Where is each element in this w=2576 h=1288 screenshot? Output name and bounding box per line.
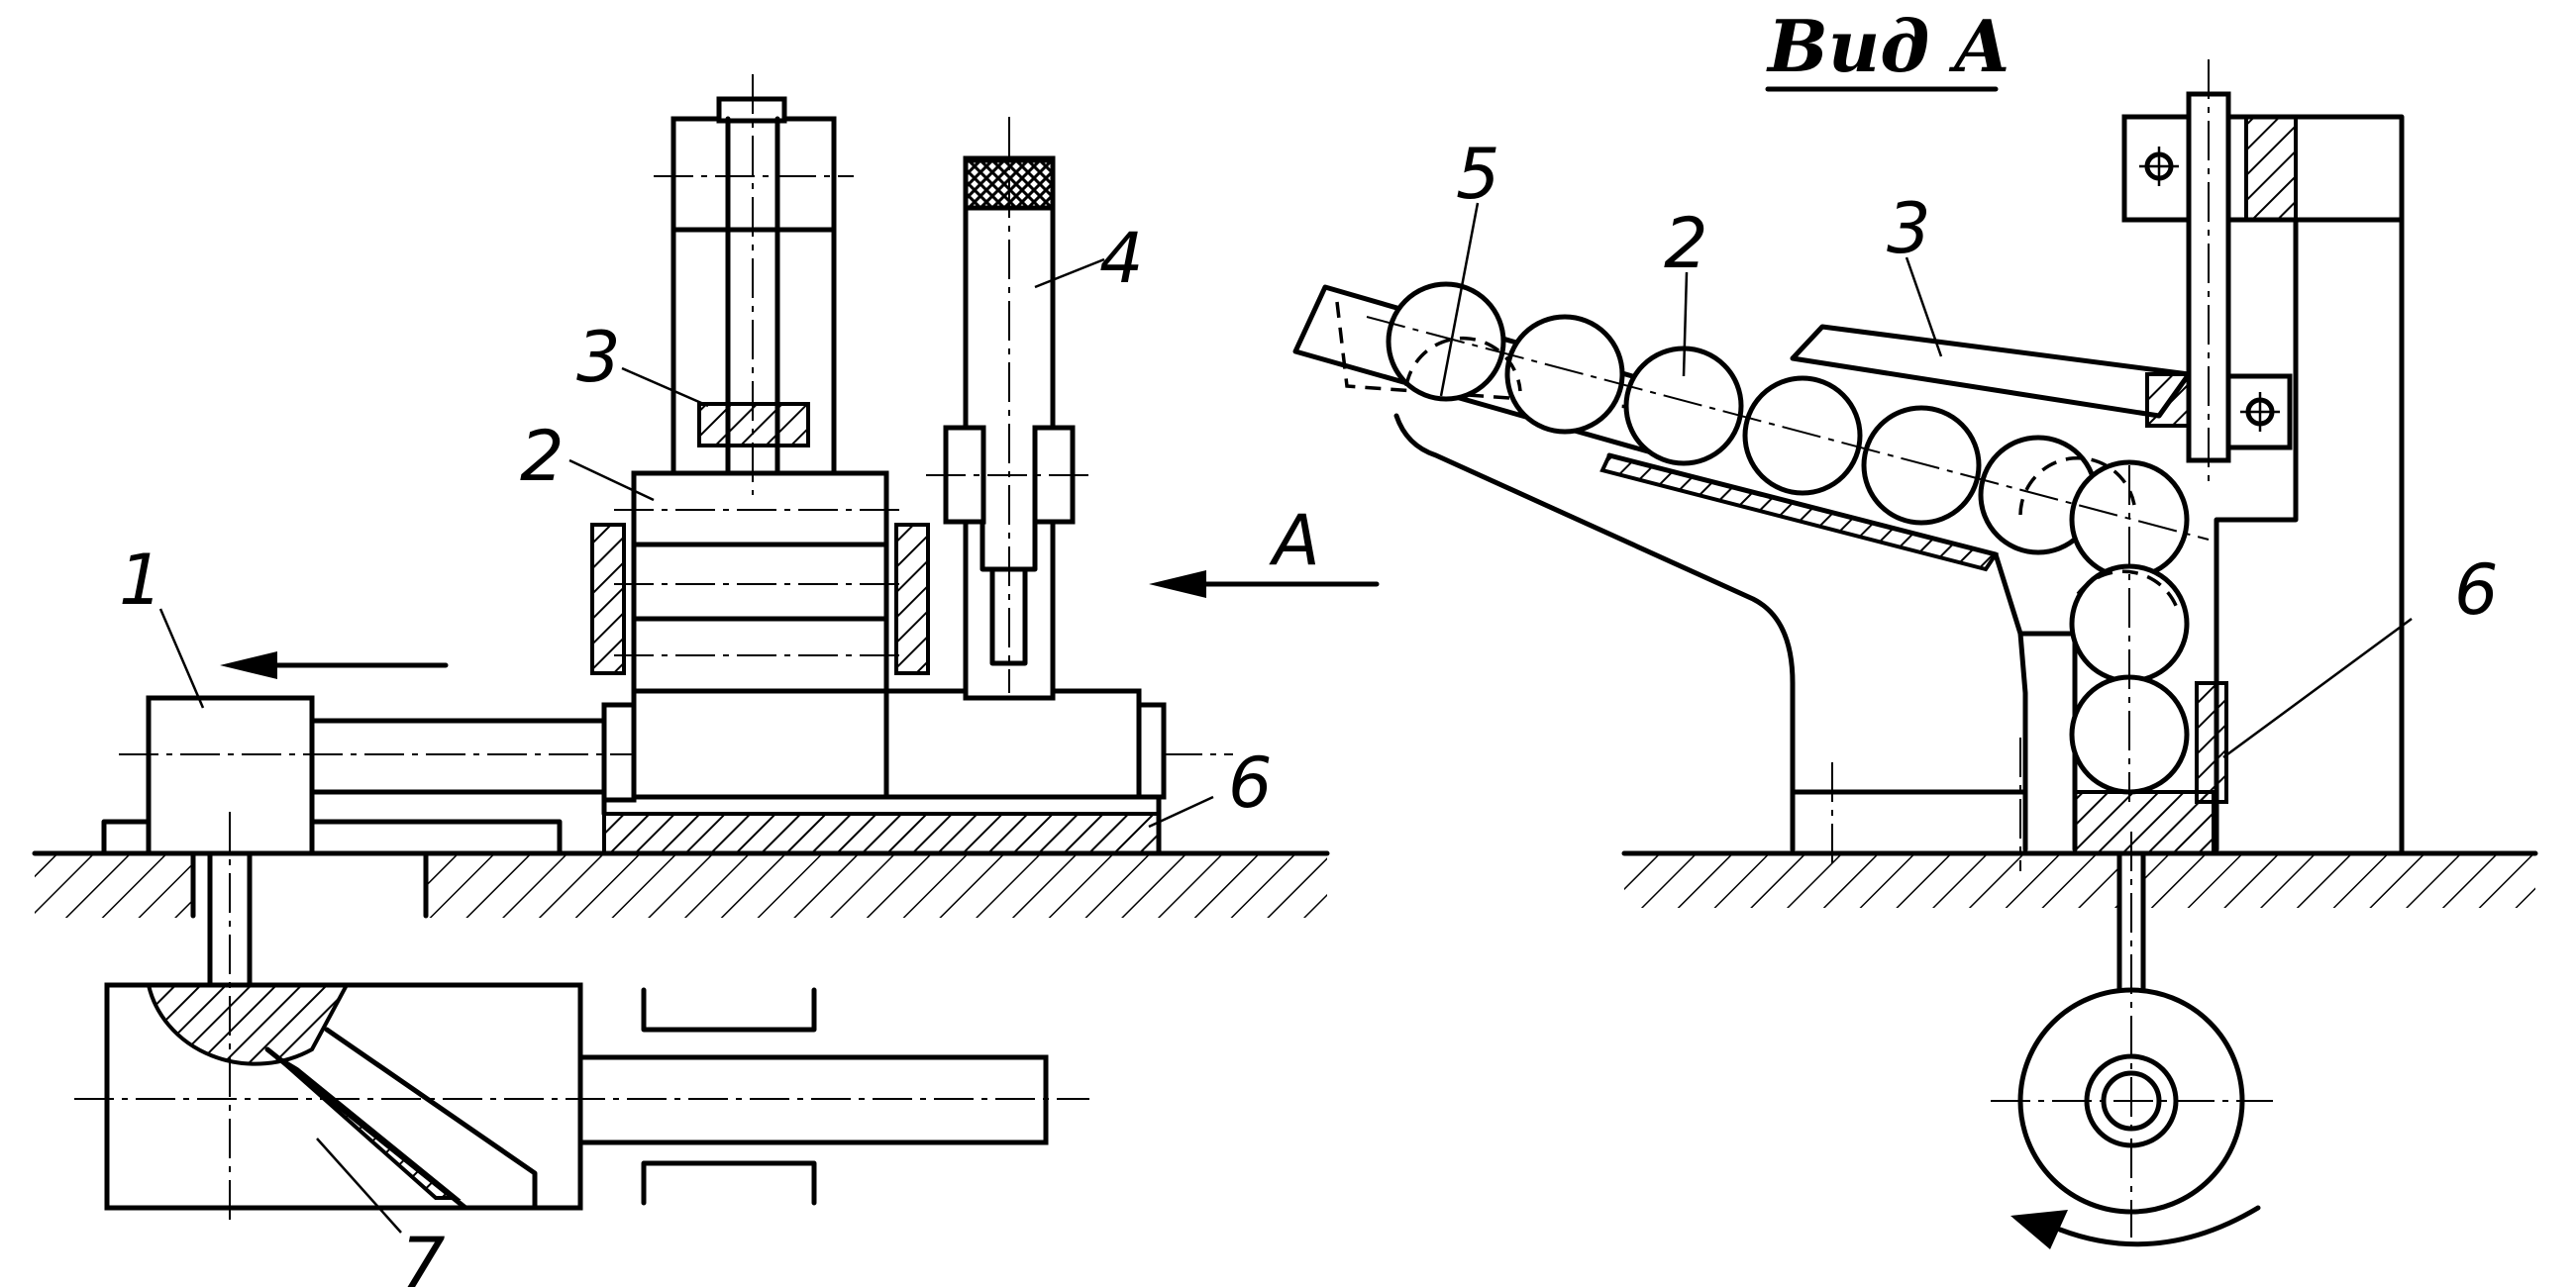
- roller-dashed-c: [2076, 569, 2181, 615]
- leader-r6: [2222, 617, 2413, 759]
- slide-block-end: [1136, 702, 1167, 800]
- leader-r3: [1905, 256, 1943, 357]
- label-r2: 2: [1664, 203, 1708, 284]
- leader-2: [568, 458, 655, 502]
- slide-block: [883, 688, 1142, 800]
- frame-column-hatch: [2244, 115, 2298, 222]
- ejector-base: [2073, 790, 2215, 855]
- leader-1: [158, 608, 205, 709]
- label-6: 6: [1228, 743, 1273, 824]
- roller-5: [1861, 405, 1982, 526]
- floor-hatch-left-b: [426, 853, 1327, 918]
- roller-2: [1504, 314, 1625, 435]
- leader-r2: [1682, 271, 1689, 377]
- distributor-cup: [146, 983, 351, 1066]
- label-r3: 3: [1887, 188, 1931, 269]
- magazine-2: [631, 470, 889, 800]
- label-7: 7: [401, 1223, 446, 1288]
- label-r6: 6: [2454, 549, 2499, 631]
- leader-7: [316, 1138, 402, 1234]
- label-4: 4: [1099, 218, 1144, 299]
- bracket-top: [641, 987, 817, 1033]
- magazine-guide-left: [590, 523, 626, 675]
- pusher-rod: [309, 718, 622, 795]
- view-title: Вид A: [1766, 4, 2009, 88]
- roller-axis: [1366, 316, 2210, 541]
- label-1: 1: [119, 540, 163, 621]
- direction-arrow-head: [220, 651, 277, 679]
- base-plate-6: [602, 812, 1161, 855]
- cover-3: [1790, 324, 2192, 419]
- bracket-bottom: [641, 1160, 817, 1206]
- leader-r5: [1439, 202, 1480, 397]
- view-arrow-a-head: [1149, 570, 1206, 598]
- distributor-slot: [275, 1055, 462, 1200]
- pusher-rod-end: [601, 702, 637, 803]
- guide-bracket-top: [2121, 114, 2192, 223]
- roller-4: [1742, 375, 1863, 496]
- label-3: 3: [576, 317, 621, 398]
- rollers: [1366, 281, 2210, 802]
- front-view: 1 2 3 4 6 7 A: [32, 74, 1380, 1288]
- floor-hatch-right: [1624, 853, 2535, 908]
- leader-3: [621, 366, 709, 408]
- rotation-arrow: [2057, 1205, 2261, 1247]
- label-r5: 5: [1456, 134, 1500, 215]
- side-view-a: Вид A: [1292, 4, 2538, 1249]
- label-2: 2: [520, 416, 565, 497]
- magazine-guide-right: [894, 523, 930, 675]
- label-a: A: [1269, 500, 1320, 581]
- pusher-guide: [101, 819, 563, 856]
- roller-dashed-b: [2018, 455, 2136, 516]
- floor-hatch-left-a: [35, 853, 193, 918]
- leader-4: [1034, 257, 1105, 289]
- chute-walls: [1606, 452, 2078, 637]
- rotation-arrow-head: [2010, 1210, 2068, 1249]
- stop-6: [2195, 681, 2228, 804]
- leader-6: [1148, 795, 1214, 829]
- roller-dashed-a: [1404, 336, 1522, 392]
